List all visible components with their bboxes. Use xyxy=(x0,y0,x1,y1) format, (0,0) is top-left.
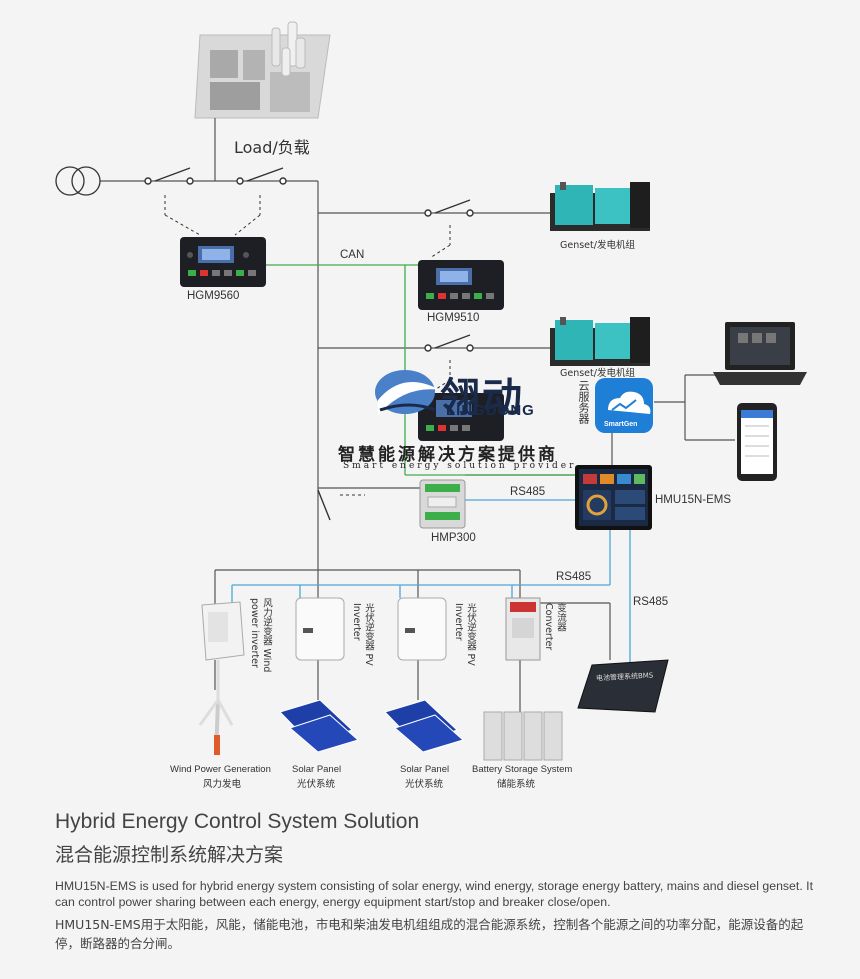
pv-inverter-2-label: 光伏逆变器 PV Inverter xyxy=(453,603,476,666)
transformer-icon xyxy=(55,166,101,196)
genset-1-label: Genset/发电机组 xyxy=(560,240,635,251)
solar-panel-1-zh-label: 光伏系统 xyxy=(297,779,336,790)
laptop-icon xyxy=(713,322,807,385)
title-en: Hybrid Energy Control System Solution xyxy=(55,810,420,833)
rs485-label-2: RS485 xyxy=(556,571,592,583)
hgm9510-controller xyxy=(418,260,504,310)
solar-panel-2-zh-label: 光伏系统 xyxy=(405,779,444,790)
watermark-slogan: 智慧能源解决方案提供商 xyxy=(338,445,558,465)
genset-2-label: Genset/发电机组 xyxy=(560,368,635,379)
hgm9560-controller xyxy=(180,237,266,287)
rs485-lines xyxy=(231,499,631,665)
rs485-label-1: RS485 xyxy=(510,486,546,498)
pv-inverter-1-device xyxy=(295,597,345,661)
hgm9510-lower-controller xyxy=(418,393,504,441)
watermark-brand: 翎动 xyxy=(440,375,524,421)
converter-device xyxy=(505,597,541,661)
hgm9560-label: HGM9560 xyxy=(187,290,240,302)
pv-inverter-2-device xyxy=(397,597,447,661)
can-label: CAN xyxy=(340,249,365,261)
hmu15n-ems-device xyxy=(575,465,652,530)
description-zh: HMU15N-EMS用于太阳能，风能，储能电池，市电和柴油发电机组组成的混合能源… xyxy=(55,917,804,951)
watermark-slogan-en: Smart energy solution provider xyxy=(343,461,577,471)
ems-label: HMU15N-EMS xyxy=(655,494,732,506)
solar-panel-2-label: Solar Panel xyxy=(400,764,450,775)
battery-storage-zh-label: 储能系统 xyxy=(497,779,536,790)
battery-storage-label: Battery Storage System xyxy=(472,764,573,775)
genset-2-icon xyxy=(550,317,650,366)
converter-label: 变流器 Converter xyxy=(543,603,566,651)
hgm9510-label: HGM9510 xyxy=(427,312,480,324)
rs485-label-3: RS485 xyxy=(633,596,669,608)
pv-inverter-1-label: 光伏逆变器 PV Inverter xyxy=(351,603,374,666)
wind-generation-label: Wind Power Generation xyxy=(170,764,271,775)
wind-inverter-label: 风力逆变器 Wind power inverter xyxy=(249,598,272,673)
wind-generation-zh-label: 风力发电 xyxy=(203,779,242,790)
load-label: Load/负载 xyxy=(234,138,310,157)
battery-storage-icon xyxy=(483,711,563,761)
smartgen-label: SmartGen xyxy=(604,421,638,428)
watermark-brand-en: LINGDONG xyxy=(446,402,535,419)
wind-turbine-icon xyxy=(198,660,234,756)
cloud-server-label: 云服务器 xyxy=(577,380,590,424)
system-diagram: Load/负载 HGM9560 CAN HGM9510 Genset/发电机组 … xyxy=(55,21,807,790)
diagram-svg xyxy=(55,21,807,761)
lingdong-logo-icon xyxy=(375,370,440,415)
solar-panel-2-icon xyxy=(384,699,464,753)
load-building-icon xyxy=(194,21,331,119)
cloud-server-icon xyxy=(595,378,653,433)
solar-panel-1-icon xyxy=(279,699,359,753)
title-zh: 混合能源控制系统解决方案 xyxy=(55,844,284,866)
hmp300-device xyxy=(419,479,466,529)
breaker-symbols xyxy=(144,167,474,521)
bms-device xyxy=(577,659,669,713)
power-lines xyxy=(100,118,735,712)
solar-panel-1-label: Solar Panel xyxy=(292,764,342,775)
hmp300-label: HMP300 xyxy=(431,532,476,544)
wind-inverter-device xyxy=(201,601,245,661)
description-en: HMU15N-EMS is used for hybrid energy sys… xyxy=(55,879,813,909)
genset-1-icon xyxy=(550,182,650,231)
phone-icon xyxy=(737,403,777,481)
